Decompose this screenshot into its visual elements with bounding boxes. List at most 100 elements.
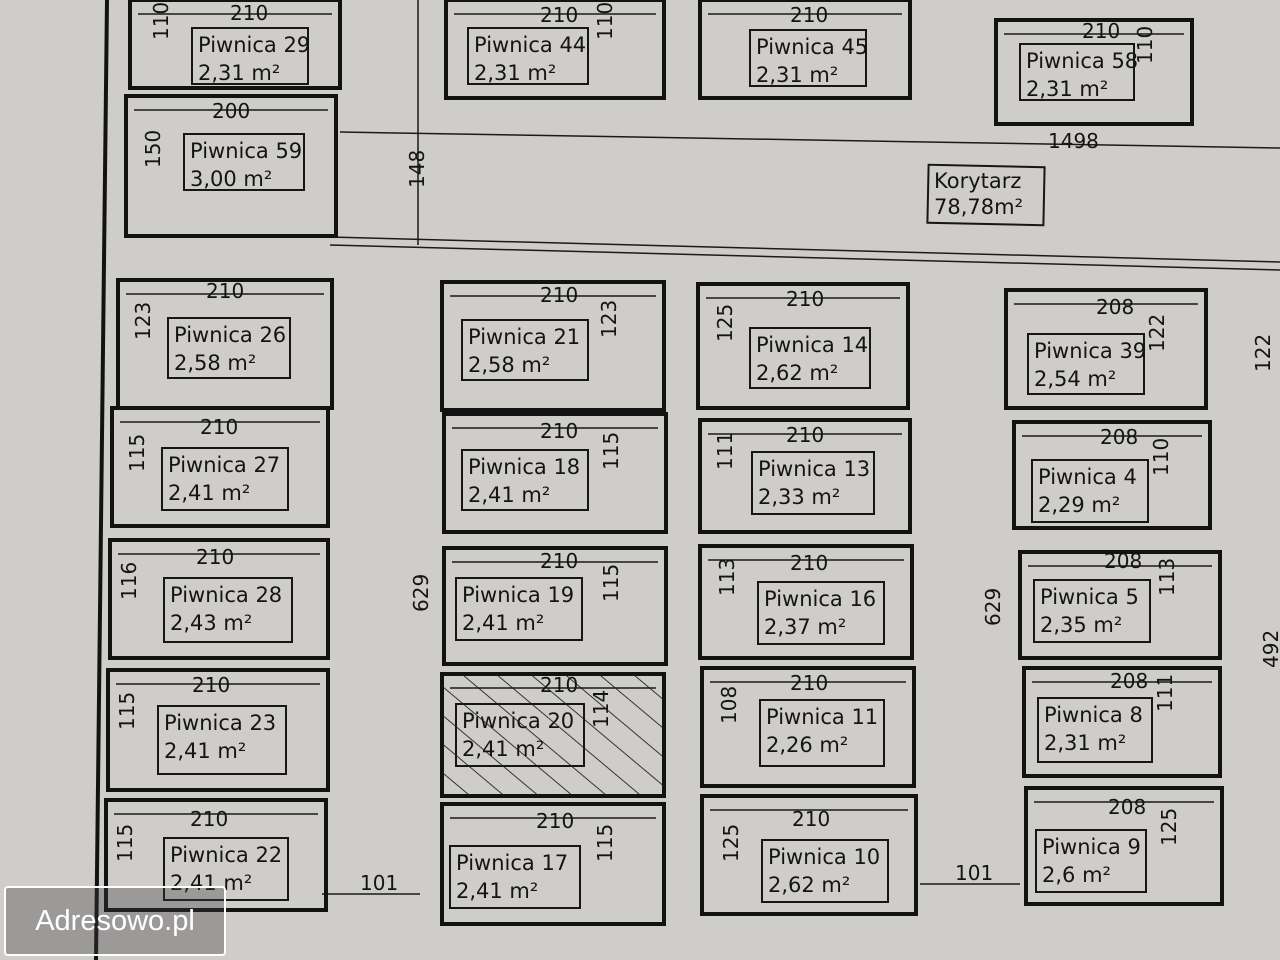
room-name: Piwnica 28 bbox=[170, 583, 282, 607]
room-name: Piwnica 19 bbox=[462, 583, 574, 607]
room-height-dimension: 150 bbox=[141, 130, 165, 168]
room-area: 2,41 m² bbox=[456, 879, 538, 903]
room-wall bbox=[110, 406, 330, 528]
dim-edge-right-top: 122 bbox=[1251, 334, 1275, 372]
room-area: 2,62 m² bbox=[756, 361, 838, 385]
room-width-dimension: 210 bbox=[790, 551, 828, 575]
room-width-dimension: 210 bbox=[206, 279, 244, 303]
room-height-dimension: 125 bbox=[713, 304, 737, 342]
room-label-box bbox=[1037, 697, 1153, 763]
room-name: Piwnica 13 bbox=[758, 457, 870, 481]
room-area: 2,41 m² bbox=[462, 611, 544, 635]
room-label-box bbox=[191, 27, 309, 85]
room-wall bbox=[1004, 288, 1208, 410]
room-width-dimension: 210 bbox=[200, 415, 238, 439]
room-label-box bbox=[749, 327, 871, 389]
room-area: 2,62 m² bbox=[768, 873, 850, 897]
dim-corridor-length: 1498 bbox=[1048, 129, 1099, 153]
room-wall bbox=[700, 666, 916, 788]
room-label-box bbox=[157, 705, 287, 775]
room-height-dimension: 115 bbox=[125, 434, 149, 472]
room-area: 2,6 m² bbox=[1042, 863, 1111, 887]
room-height-dimension: 115 bbox=[113, 824, 137, 862]
dim-wing-length-left: 629 bbox=[409, 574, 433, 612]
room-width-dimension: 210 bbox=[536, 809, 574, 833]
watermark-logo[interactable]: Adresowo.pl bbox=[4, 886, 226, 956]
room-label-box bbox=[161, 447, 289, 511]
room-height-dimension: 110 bbox=[593, 2, 617, 40]
room-height-dimension: 113 bbox=[715, 558, 739, 596]
room-area: 2,31 m² bbox=[1026, 77, 1108, 101]
room-area: 2,35 m² bbox=[1040, 613, 1122, 637]
room-label-box bbox=[467, 27, 589, 85]
building-outline bbox=[94, 0, 1280, 960]
room-wall bbox=[1012, 420, 1212, 530]
room-name: Piwnica 4 bbox=[1038, 465, 1137, 489]
room-area: 2,31 m² bbox=[756, 63, 838, 87]
room-height-dimension: 115 bbox=[115, 692, 139, 730]
room-label-box bbox=[461, 319, 589, 381]
room-area: 2,33 m² bbox=[758, 485, 840, 509]
room-name: Piwnica 9 bbox=[1042, 835, 1141, 859]
room-wall bbox=[1024, 786, 1224, 906]
room-height-dimension: 111 bbox=[713, 432, 737, 470]
corridor-area: 78,78m² bbox=[934, 195, 1023, 219]
room-label-box bbox=[757, 581, 885, 645]
room-area: 2,41 m² bbox=[168, 481, 250, 505]
room-label-box bbox=[1031, 459, 1149, 523]
room-name: Piwnica 18 bbox=[468, 455, 580, 479]
room-height-dimension: 108 bbox=[717, 686, 741, 724]
corridor-name: Korytarz bbox=[934, 169, 1021, 193]
room-width-dimension: 208 bbox=[1100, 425, 1138, 449]
room-width-dimension: 210 bbox=[230, 1, 268, 25]
room-height-dimension: 123 bbox=[597, 300, 621, 338]
dim-door-left: 101 bbox=[360, 871, 398, 895]
room-wall bbox=[698, 0, 912, 100]
corridor: Korytarz 78,78m² bbox=[926, 163, 1046, 227]
room-name: Piwnica 59 bbox=[190, 139, 302, 163]
room-name: Piwnica 58 bbox=[1026, 49, 1138, 73]
room-label-box bbox=[749, 29, 867, 87]
room-width-dimension: 210 bbox=[192, 673, 230, 697]
room-wall bbox=[442, 412, 668, 534]
room-name: Piwnica 5 bbox=[1040, 585, 1139, 609]
room-wall bbox=[444, 0, 666, 100]
dimension-labels: 1498 148 629 629 101 101 122 492 bbox=[322, 129, 1280, 895]
room-width-dimension: 210 bbox=[540, 419, 578, 443]
room-area: 2,43 m² bbox=[170, 611, 252, 635]
room-name: Piwnica 44 bbox=[474, 33, 586, 57]
room-wall bbox=[698, 544, 914, 660]
room-wall bbox=[124, 94, 338, 238]
room-label-box bbox=[751, 451, 875, 515]
corridor-label-box bbox=[926, 163, 1046, 227]
room-height-dimension: 122 bbox=[1145, 314, 1169, 352]
room-height-dimension: 125 bbox=[1157, 808, 1181, 846]
room-name: Piwnica 45 bbox=[756, 35, 868, 59]
room-height-dimension: 115 bbox=[593, 824, 617, 862]
room-width-dimension: 210 bbox=[540, 549, 578, 573]
room-area: 2,26 m² bbox=[766, 733, 848, 757]
room-label-box bbox=[455, 577, 583, 641]
room-height-dimension: 125 bbox=[719, 824, 743, 862]
room-height-dimension: 123 bbox=[131, 302, 155, 340]
room-height-dimension: 111 bbox=[1153, 674, 1177, 712]
room-label-box bbox=[1033, 579, 1151, 643]
room-height-dimension: 110 bbox=[1133, 26, 1157, 64]
room-area: 2,31 m² bbox=[1044, 731, 1126, 755]
room-width-dimension: 208 bbox=[1096, 295, 1134, 319]
room-name: Piwnica 27 bbox=[168, 453, 280, 477]
room-height-dimension: 113 bbox=[1155, 558, 1179, 596]
room-width-dimension: 208 bbox=[1108, 795, 1146, 819]
room-wall bbox=[696, 282, 910, 410]
